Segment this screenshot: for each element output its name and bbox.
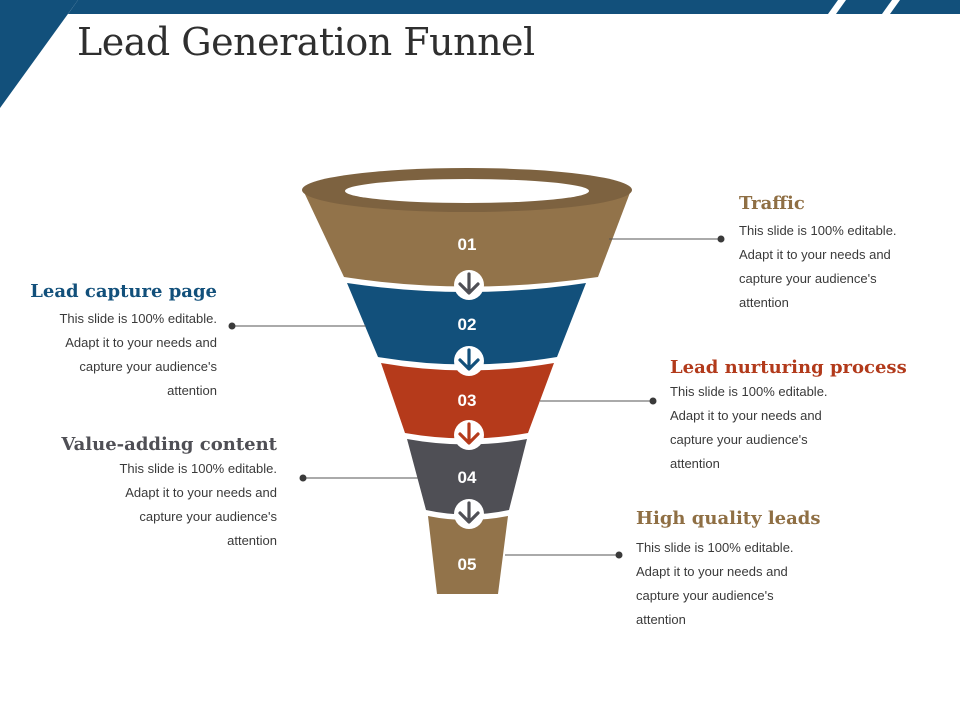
- funnel-stage-1: [303, 190, 631, 287]
- page-title: Lead Generation Funnel: [77, 20, 535, 64]
- callout-heading: Lead nurturing process: [670, 357, 907, 378]
- arrow-down-icon: [454, 270, 484, 300]
- funnel-stage-4: [407, 439, 527, 515]
- funnel-stage-3: [381, 363, 554, 439]
- callout-lead-capture-page: Lead capture page This slide is 100% edi…: [18, 280, 217, 403]
- arrow-down-icon: [454, 420, 484, 450]
- callout-text: This slide is 100% editable. Adapt it to…: [59, 311, 217, 398]
- connector-5: [505, 551, 623, 559]
- arrow-down-icon: [454, 499, 484, 529]
- corner-triangle: [0, 0, 78, 108]
- callout-heading: High quality leads: [636, 508, 821, 529]
- connector-2: [228, 322, 366, 330]
- callout-lead-nurturing-process: Lead nurturing process This slide is 100…: [670, 356, 935, 476]
- callout-text: This slide is 100% editable. Adapt it to…: [670, 384, 828, 471]
- top-stripe-segment: [836, 0, 892, 14]
- callout-text: This slide is 100% editable. Adapt it to…: [636, 540, 794, 627]
- funnel-opening: [345, 179, 589, 203]
- stage-number-3: 03: [458, 391, 477, 410]
- funnel-stage-5: [428, 516, 508, 594]
- callout-high-quality-leads: High quality leads This slide is 100% ed…: [636, 507, 896, 632]
- connector-1: [609, 235, 725, 243]
- funnel-stage-2: [347, 283, 586, 365]
- connector-3: [540, 397, 657, 405]
- callout-heading: Value-adding content: [61, 434, 277, 455]
- connector-4: [299, 474, 418, 482]
- callout-text: This slide is 100% editable. Adapt it to…: [119, 461, 277, 548]
- callout-value-adding-content: Value-adding content This slide is 100% …: [20, 433, 277, 553]
- top-stripe-segment-end: [890, 0, 960, 14]
- callout-traffic: Traffic This slide is 100% editable. Ada…: [739, 192, 939, 315]
- callout-heading: Lead capture page: [30, 281, 217, 302]
- arrow-down-icon: [454, 346, 484, 376]
- stage-number-2: 02: [458, 315, 477, 334]
- callout-text: This slide is 100% editable. Adapt it to…: [739, 223, 897, 310]
- stage-number-5: 05: [458, 555, 477, 574]
- stage-number-4: 04: [458, 468, 477, 487]
- stage-number-1: 01: [458, 235, 477, 254]
- top-stripe: [68, 0, 838, 14]
- callout-heading: Traffic: [739, 193, 805, 214]
